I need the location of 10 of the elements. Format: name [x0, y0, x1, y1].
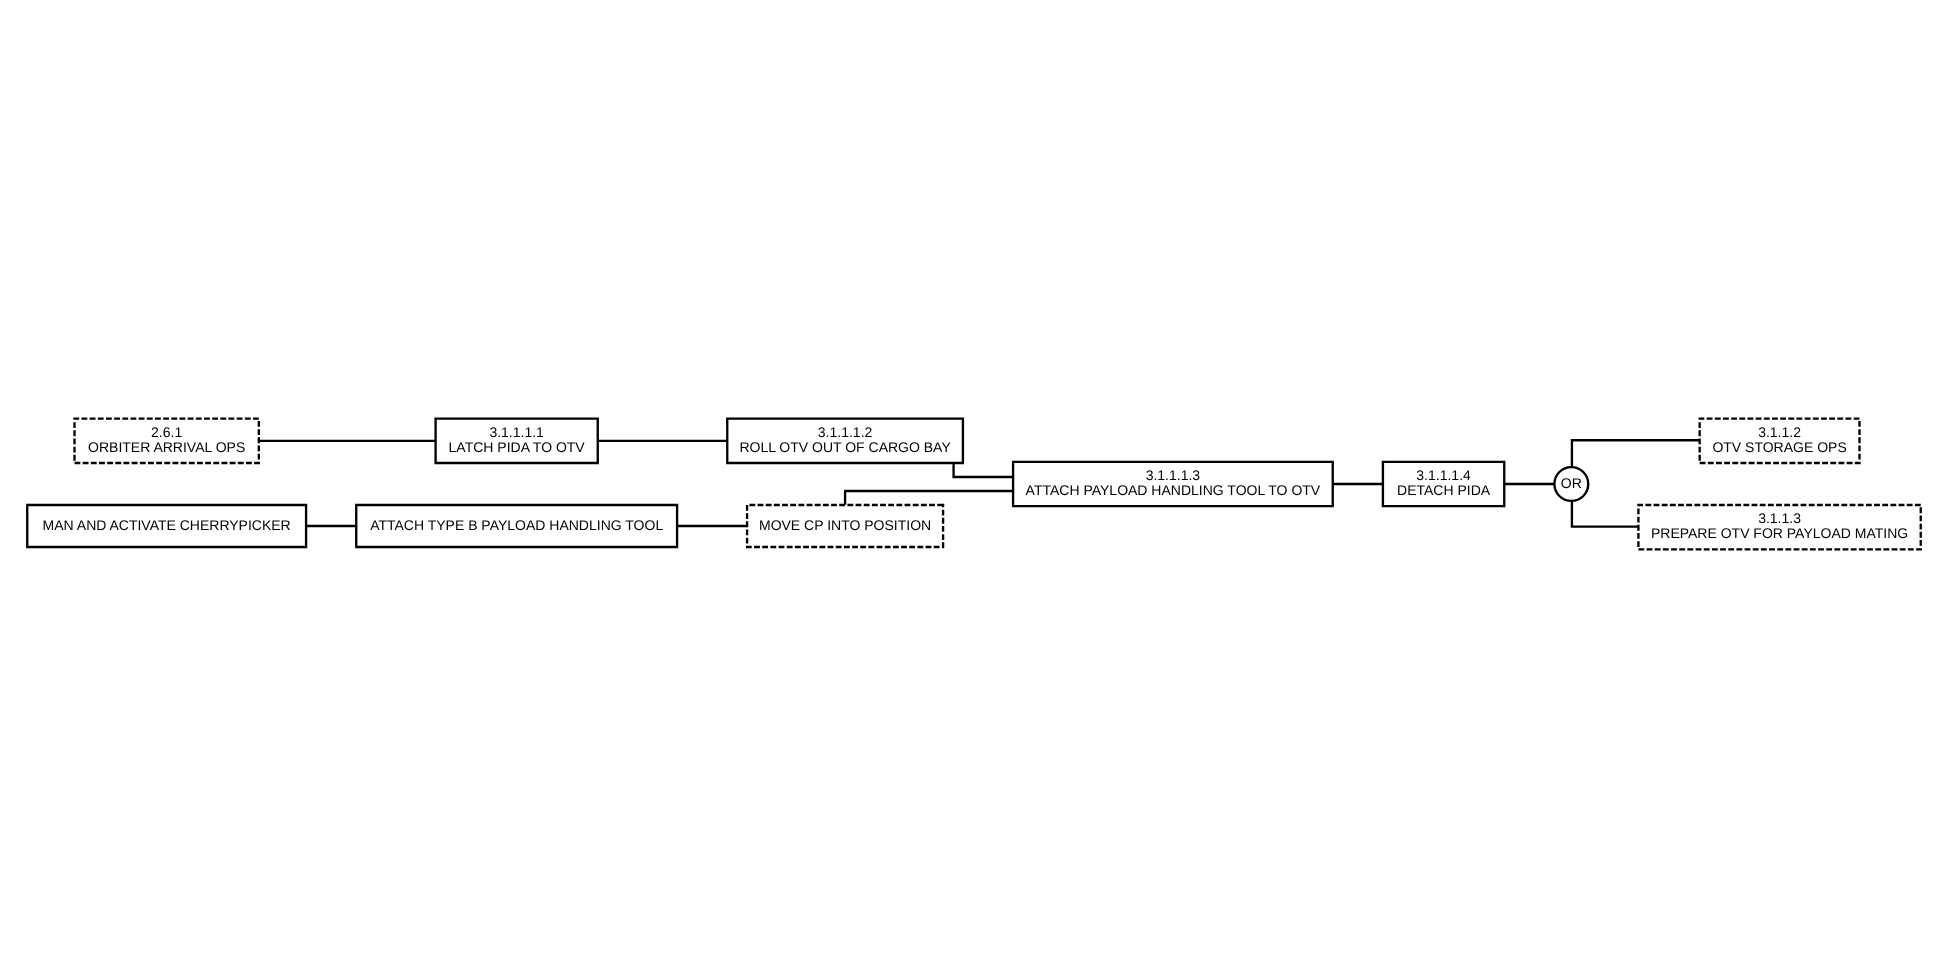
connector	[677, 524, 747, 528]
connector	[306, 524, 356, 528]
connector	[597, 439, 727, 442]
connector	[1504, 482, 1555, 486]
connector	[952, 463, 1013, 479]
connector	[259, 439, 436, 442]
connector	[843, 489, 1013, 505]
connector	[1570, 439, 1700, 467]
connector	[1333, 482, 1383, 486]
connector	[1570, 501, 1639, 528]
